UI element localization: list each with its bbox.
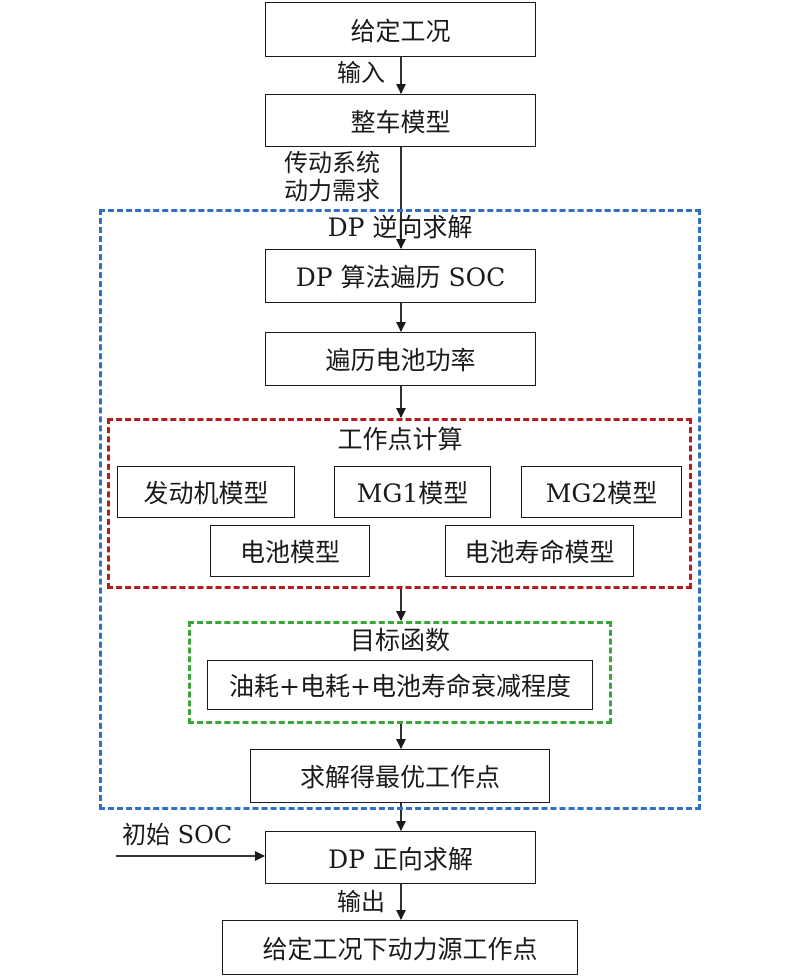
dp-backward-title: DP 逆向求解	[327, 213, 473, 242]
operating-point-title: 工作点计算	[337, 425, 463, 454]
mg1-model-box: MG1模型	[334, 466, 491, 518]
battery-life-model-box: 电池寿命模型	[445, 525, 634, 577]
dp-forward-box: DP 正向求解	[265, 831, 536, 884]
given-condition-box: 给定工况	[265, 2, 536, 57]
objective-title: 目标函数	[349, 626, 450, 655]
optimal-point-box: 求解得最优工作点	[250, 749, 550, 803]
drive-demand-label-line2: 动力需求	[284, 177, 380, 205]
engine-model-box: 发动机模型	[117, 466, 295, 518]
mg2-model-box: MG2模型	[521, 466, 682, 518]
objective-formula-box: 油耗+电耗+电池寿命衰减程度	[207, 660, 593, 710]
operating-point-frame	[107, 418, 692, 589]
dp-traverse-soc-box: DP 算法遍历 SOC	[265, 249, 536, 303]
battery-model-box: 电池模型	[210, 525, 370, 577]
dp-backward-frame	[99, 209, 701, 810]
initial-soc-label: 初始 SOC	[122, 821, 233, 849]
drive-demand-label-line1: 传动系统	[284, 149, 380, 177]
result-box: 给定工况下动力源工作点	[222, 920, 578, 975]
input-label: 输入	[337, 59, 385, 87]
vehicle-model-box: 整车模型	[265, 94, 536, 147]
traverse-battery-power-box: 遍历电池功率	[265, 332, 536, 386]
output-label: 输出	[337, 888, 385, 916]
objective-frame	[188, 621, 612, 724]
